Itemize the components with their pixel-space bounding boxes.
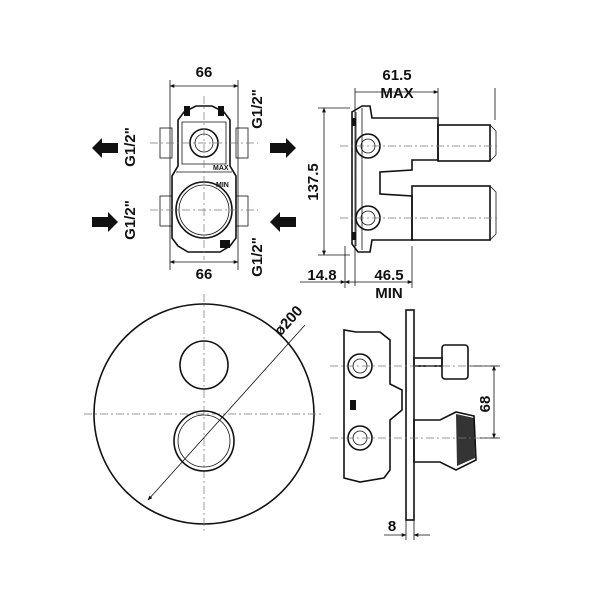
side-body-outline — [351, 105, 439, 253]
front-view: 66 66 MAX MIN G1/2" G1/2" G1/2" — [92, 64, 296, 283]
thread-outlet-left: G1/2" — [122, 127, 139, 167]
installed-body-outline — [343, 329, 403, 483]
dim-line-diameter — [147, 324, 306, 501]
label-min: MIN — [216, 182, 229, 189]
dim-offset: 14.8 — [307, 267, 336, 284]
installed-handle — [413, 411, 477, 471]
inlet-arrow-right-icon — [270, 212, 296, 232]
top-spindle — [437, 124, 491, 162]
dim-width-bottom: 66 — [196, 266, 213, 283]
installed-view: 68 8 — [330, 309, 500, 540]
side-view: 61.5 MAX 137.5 14.8 46.5 MIN — [300, 67, 500, 302]
dim-depth-max: 61.5 — [382, 67, 411, 84]
installed-plate — [405, 309, 415, 521]
dim-depth-min-label: MIN — [375, 285, 403, 302]
diverter-knob — [179, 340, 229, 390]
thread-inlet-right: G1/2" — [249, 237, 266, 277]
bottom-spindle — [411, 185, 491, 241]
outlet-arrow-left-icon — [92, 138, 118, 158]
outlet-arrow-right-icon — [270, 138, 296, 158]
dim-plate-thickness: 8 — [388, 518, 396, 535]
installed-knob — [441, 344, 469, 380]
label-max: MAX — [213, 165, 229, 172]
dim-width-top: 66 — [196, 64, 213, 81]
thread-inlet-left: G1/2" — [122, 200, 139, 240]
dim-depth-max-label: MAX — [380, 85, 413, 102]
dim-diameter: ø200 — [271, 303, 307, 340]
mixer-handle — [173, 410, 235, 472]
dim-axis-distance: 68 — [477, 396, 494, 413]
dim-depth-min: 46.5 — [374, 267, 403, 284]
plate-view: ø200 — [84, 294, 324, 534]
dim-height: 137.5 — [305, 163, 322, 201]
thread-outlet-right: G1/2" — [249, 89, 266, 129]
inlet-arrow-left-icon — [92, 212, 118, 232]
